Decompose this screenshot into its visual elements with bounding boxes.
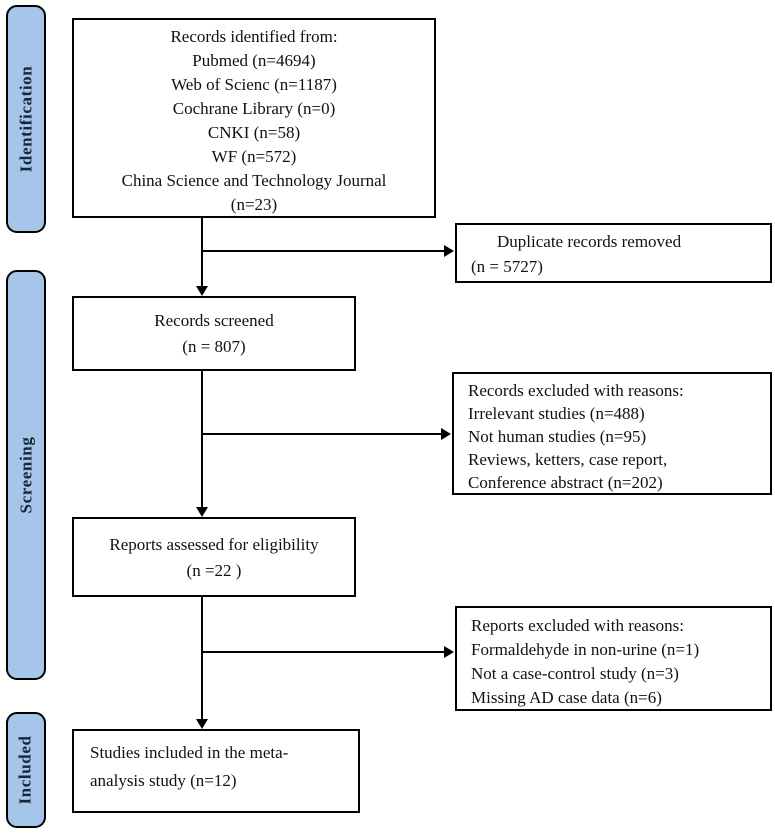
text-line: (n =22 ) — [186, 561, 242, 580]
arrowhead-right-duplicates — [444, 245, 454, 257]
text-line: Duplicate records removed — [497, 232, 682, 251]
arrowhead-down-screened — [196, 286, 208, 296]
text-line: Cochrane Library (n=0) — [172, 99, 336, 118]
flow-branch-records-excluded — [202, 433, 442, 435]
text-line: Formaldehyde in non-urine (n=1) — [471, 640, 700, 659]
stage-identification-label: Identification — [16, 65, 35, 173]
text-line: WF (n=572) — [211, 147, 297, 166]
stage-screening-label: Screening — [16, 436, 35, 514]
arrowhead-down-included — [196, 719, 208, 729]
text-line: analysis study (n=12) — [90, 771, 237, 790]
stage-included-label: Included — [16, 735, 35, 805]
text-line: Pubmed (n=4694) — [192, 51, 316, 70]
box-reports-assessed: Reports assessed for eligibility (n =22 ) — [72, 517, 356, 597]
box-reports-excluded: Reports excluded with reasons: Formaldehy… — [455, 606, 772, 711]
box-records-excluded: Records excluded with reasons: Irrelevant… — [452, 372, 772, 495]
text-line: China Science and Technology Journal — [121, 171, 387, 190]
arrowhead-right-records-excluded — [441, 428, 451, 440]
text-line: (n=23) — [230, 195, 278, 214]
text-line: Records identified from: — [170, 27, 338, 46]
text-line: Reviews, ketters, case report, — [468, 450, 668, 469]
stage-screening: Screening — [6, 270, 46, 680]
text-line: Records excluded with reasons: — [468, 381, 684, 400]
flow-branch-duplicates — [202, 250, 445, 252]
arrowhead-right-reports-excluded — [444, 646, 454, 658]
box-records-identified: Records identified from: Pubmed (n=4694) W… — [72, 18, 436, 218]
flow-stem-screened-to-assessed — [201, 371, 203, 509]
stage-identification: Identification — [6, 5, 46, 233]
stage-included: Included — [6, 712, 46, 828]
text-line: Reports assessed for eligibility — [109, 535, 319, 554]
flow-branch-reports-excluded — [202, 651, 445, 653]
arrowhead-down-assessed — [196, 507, 208, 517]
text-line: Reports excluded with reasons: — [471, 616, 684, 635]
text-line: Not a case-control study (n=3) — [471, 664, 679, 683]
text-line: Not human studies (n=95) — [468, 427, 647, 446]
flow-stem-identified-to-screened — [201, 218, 203, 288]
text-line: Conference abstract (n=202) — [468, 473, 663, 492]
text-line: (n = 807) — [182, 337, 246, 356]
text-line: Studies included in the meta- — [90, 743, 289, 762]
text-line: Records screened — [154, 311, 274, 330]
text-line: Irrelevant studies (n=488) — [468, 404, 645, 423]
text-line: (n = 5727) — [471, 257, 543, 276]
text-line: Web of Scienc (n=1187) — [171, 75, 337, 94]
box-records-screened: Records screened (n = 807) — [72, 296, 356, 371]
box-studies-included: Studies included in the meta-analysis st… — [72, 729, 360, 813]
text-line: CNKI (n=58) — [207, 123, 301, 142]
text-line: Missing AD case data (n=6) — [471, 688, 662, 707]
box-duplicates-removed: Duplicate records removed (n = 5727) — [455, 223, 772, 283]
flow-stem-assessed-to-included — [201, 597, 203, 721]
